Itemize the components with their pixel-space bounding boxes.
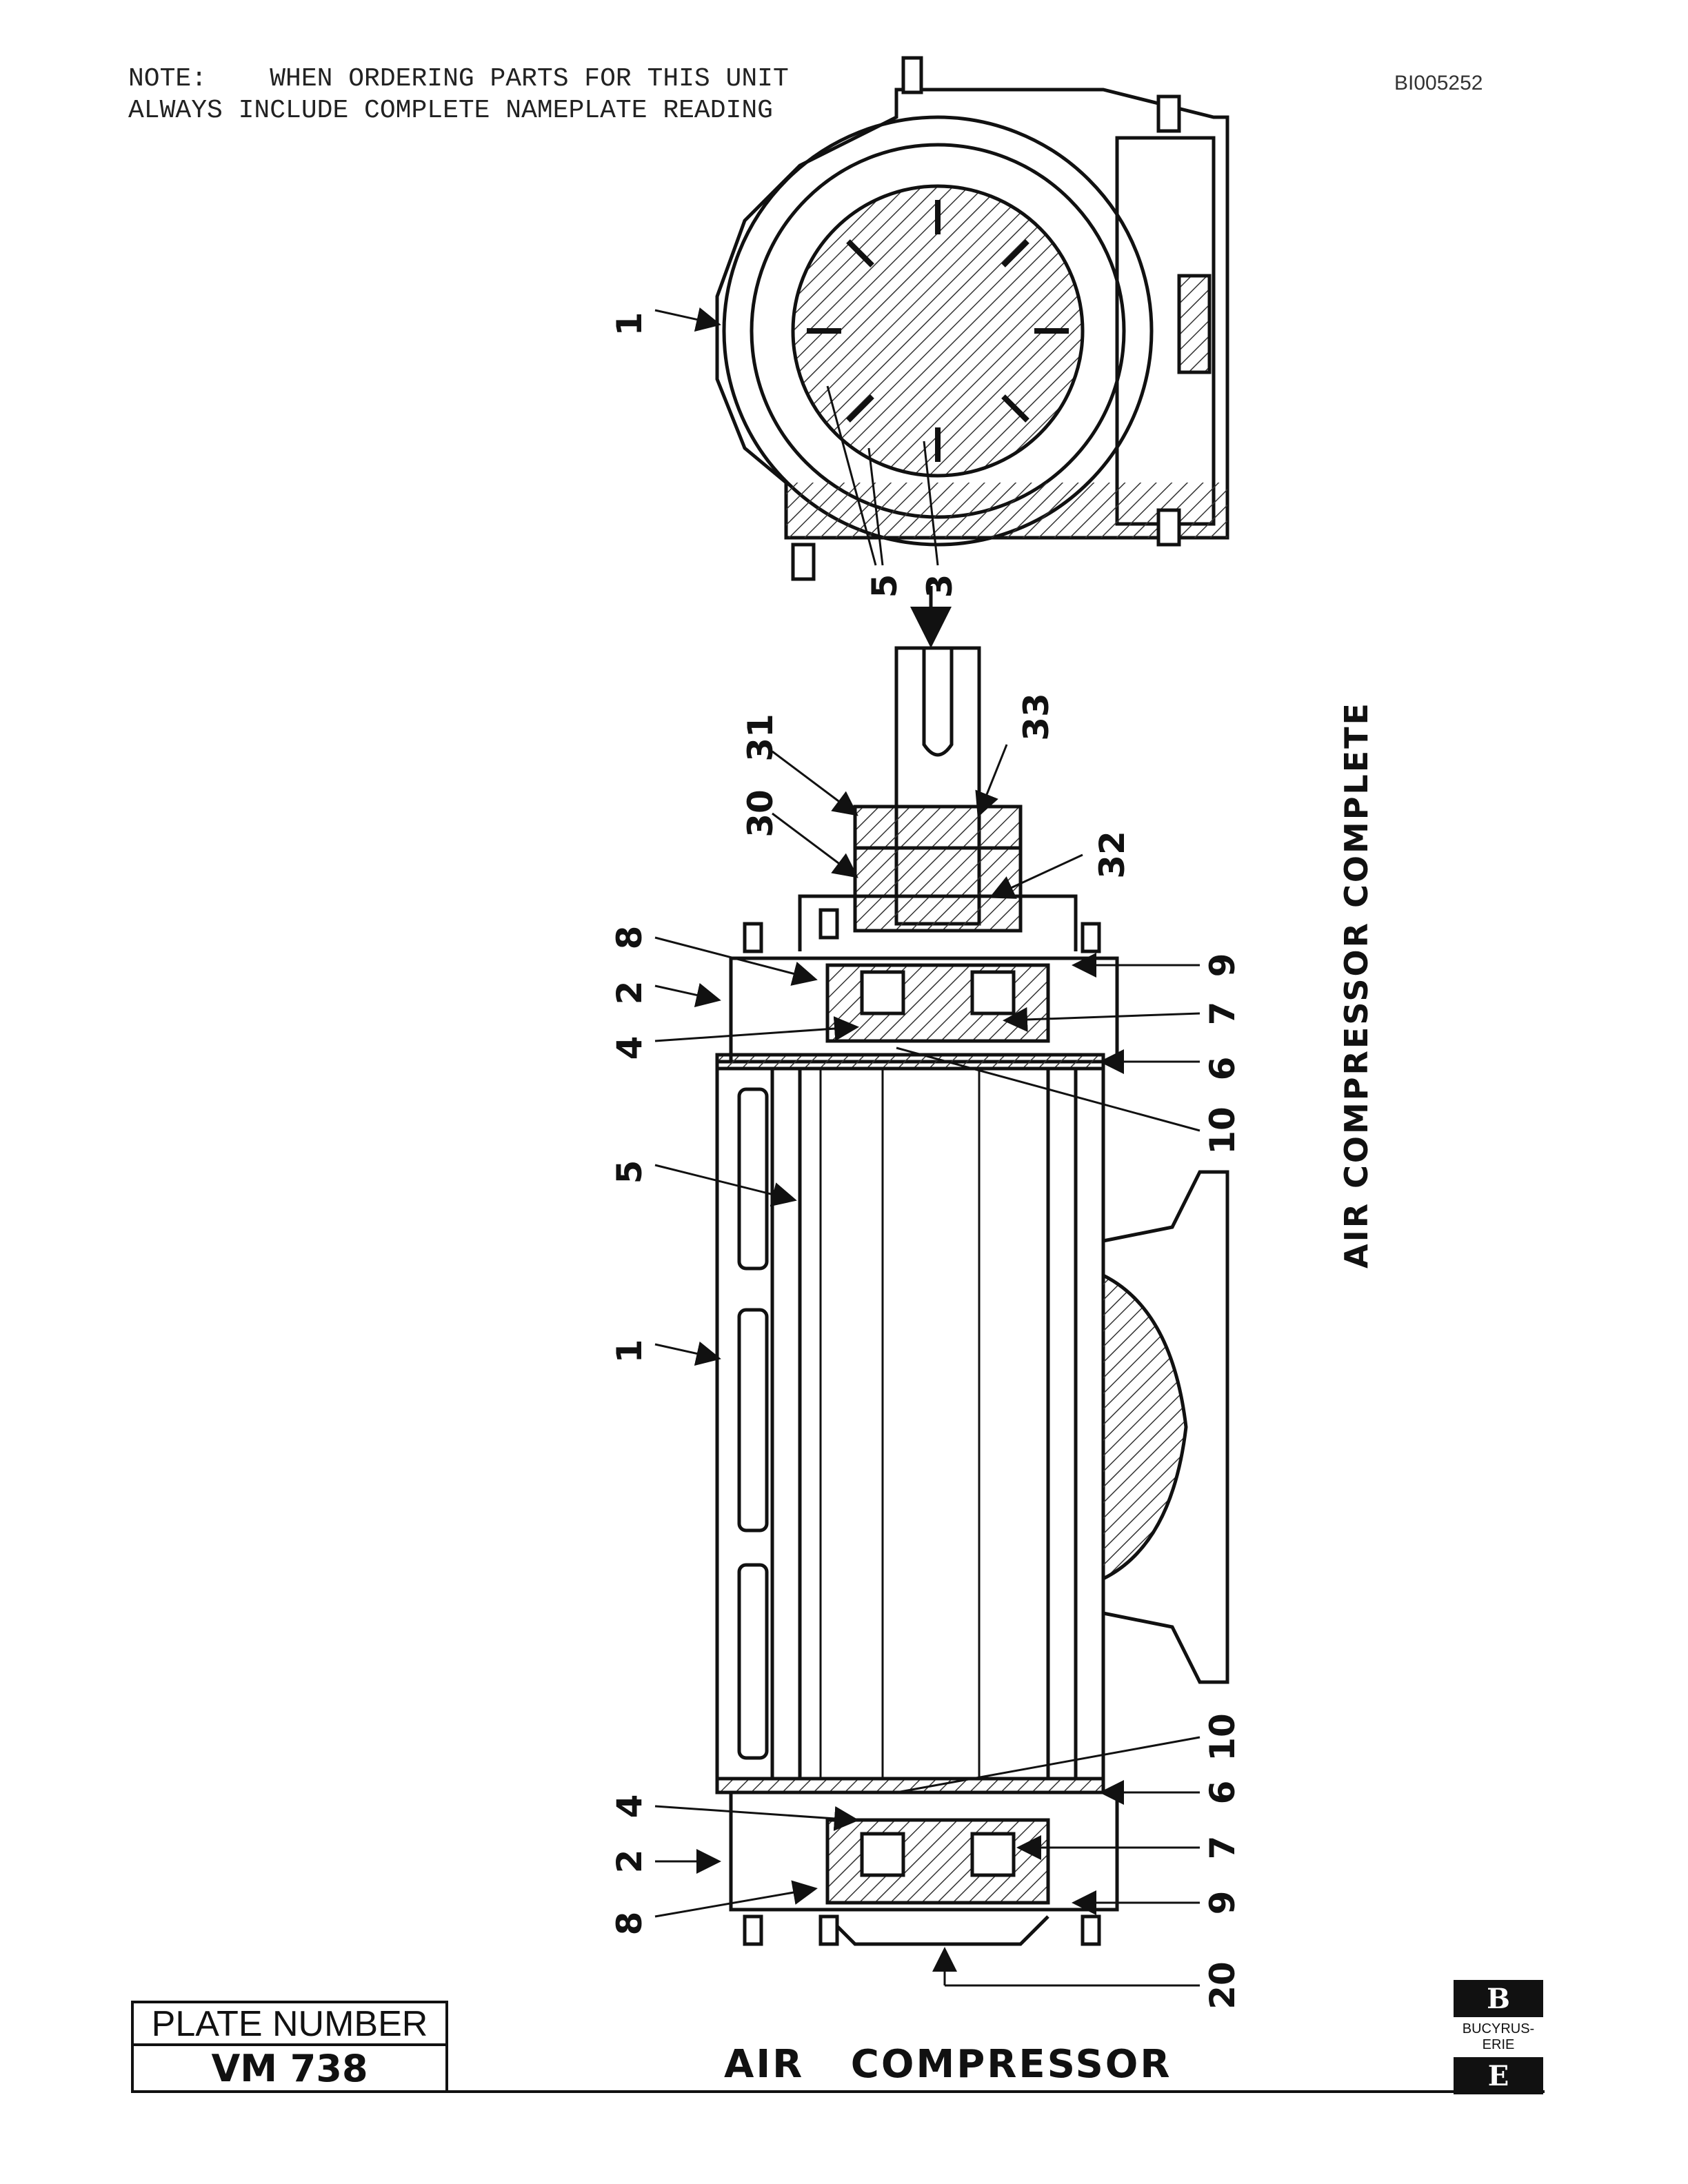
callout-endview-0: 1 [610, 312, 650, 336]
drive-shaft [853, 586, 1023, 933]
callout-endview-1: 5 [865, 574, 905, 598]
logo-bottom-letter: E [1487, 2060, 1509, 2092]
callout-section-17: 2 [610, 1850, 650, 1874]
callout-section-6: 2 [610, 981, 650, 1005]
callout-endview-2: 3 [920, 574, 960, 598]
plate-number-label: PLATE NUMBER [134, 2003, 445, 2046]
plate-number-value: VM 738 [211, 2047, 368, 2090]
drawing-title: AIR COMPRESSOR COMPLETE [1338, 701, 1375, 1268]
callout-section-11: 5 [610, 1160, 650, 1184]
logo-top-letter: B [1487, 1983, 1510, 2015]
callout-section-13: 10 [1203, 1713, 1243, 1761]
callout-labels: 1 5 3 31 33 30 32 8 9 2 7 4 6 10 5 1 10 … [610, 312, 1243, 2010]
callout-section-0: 31 [741, 714, 781, 762]
title-rule [448, 2090, 1545, 2093]
callout-section-8: 4 [610, 1036, 650, 1060]
note-line-1: NOTE: WHEN ORDERING PARTS FOR THIS UNIT [128, 64, 789, 94]
callout-section-2: 30 [741, 789, 781, 838]
callout-section-12: 1 [610, 1339, 650, 1364]
callout-section-10: 10 [1203, 1106, 1243, 1155]
callout-section-19: 8 [610, 1912, 650, 1936]
callout-section-15: 4 [610, 1794, 650, 1819]
plate-number-box: PLATE NUMBER VM 738 [131, 2001, 448, 2093]
callout-section-18: 9 [1203, 1891, 1243, 1915]
bucyrus-erie-logo: B BUCYRUS-ERIE E [1454, 1980, 1543, 2094]
document-id: BI005252 [1394, 72, 1483, 94]
callout-section-1: 33 [1016, 693, 1056, 741]
note-line-2: ALWAYS INCLUDE COMPLETE NAMEPLATE READIN… [128, 96, 773, 125]
callout-section-3: 32 [1092, 831, 1132, 879]
end-view [715, 56, 1229, 581]
callout-section-9: 6 [1203, 1057, 1243, 1081]
logo-top-block: B [1454, 1980, 1543, 2017]
logo-bottom-block: E [1454, 2057, 1543, 2094]
callout-section-7: 7 [1203, 1002, 1243, 1026]
section-view [715, 894, 1229, 1946]
logo-brand-name: BUCYRUS-ERIE [1462, 2021, 1535, 2052]
page-title: AIR COMPRESSOR [724, 2042, 1172, 2087]
leader-lines [654, 307, 1200, 1987]
callout-section-20: 20 [1203, 1961, 1243, 2010]
callout-section-5: 9 [1203, 953, 1243, 978]
callout-section-4: 8 [610, 926, 650, 950]
callout-section-14: 6 [1203, 1781, 1243, 1805]
callout-section-16: 7 [1203, 1836, 1243, 1860]
